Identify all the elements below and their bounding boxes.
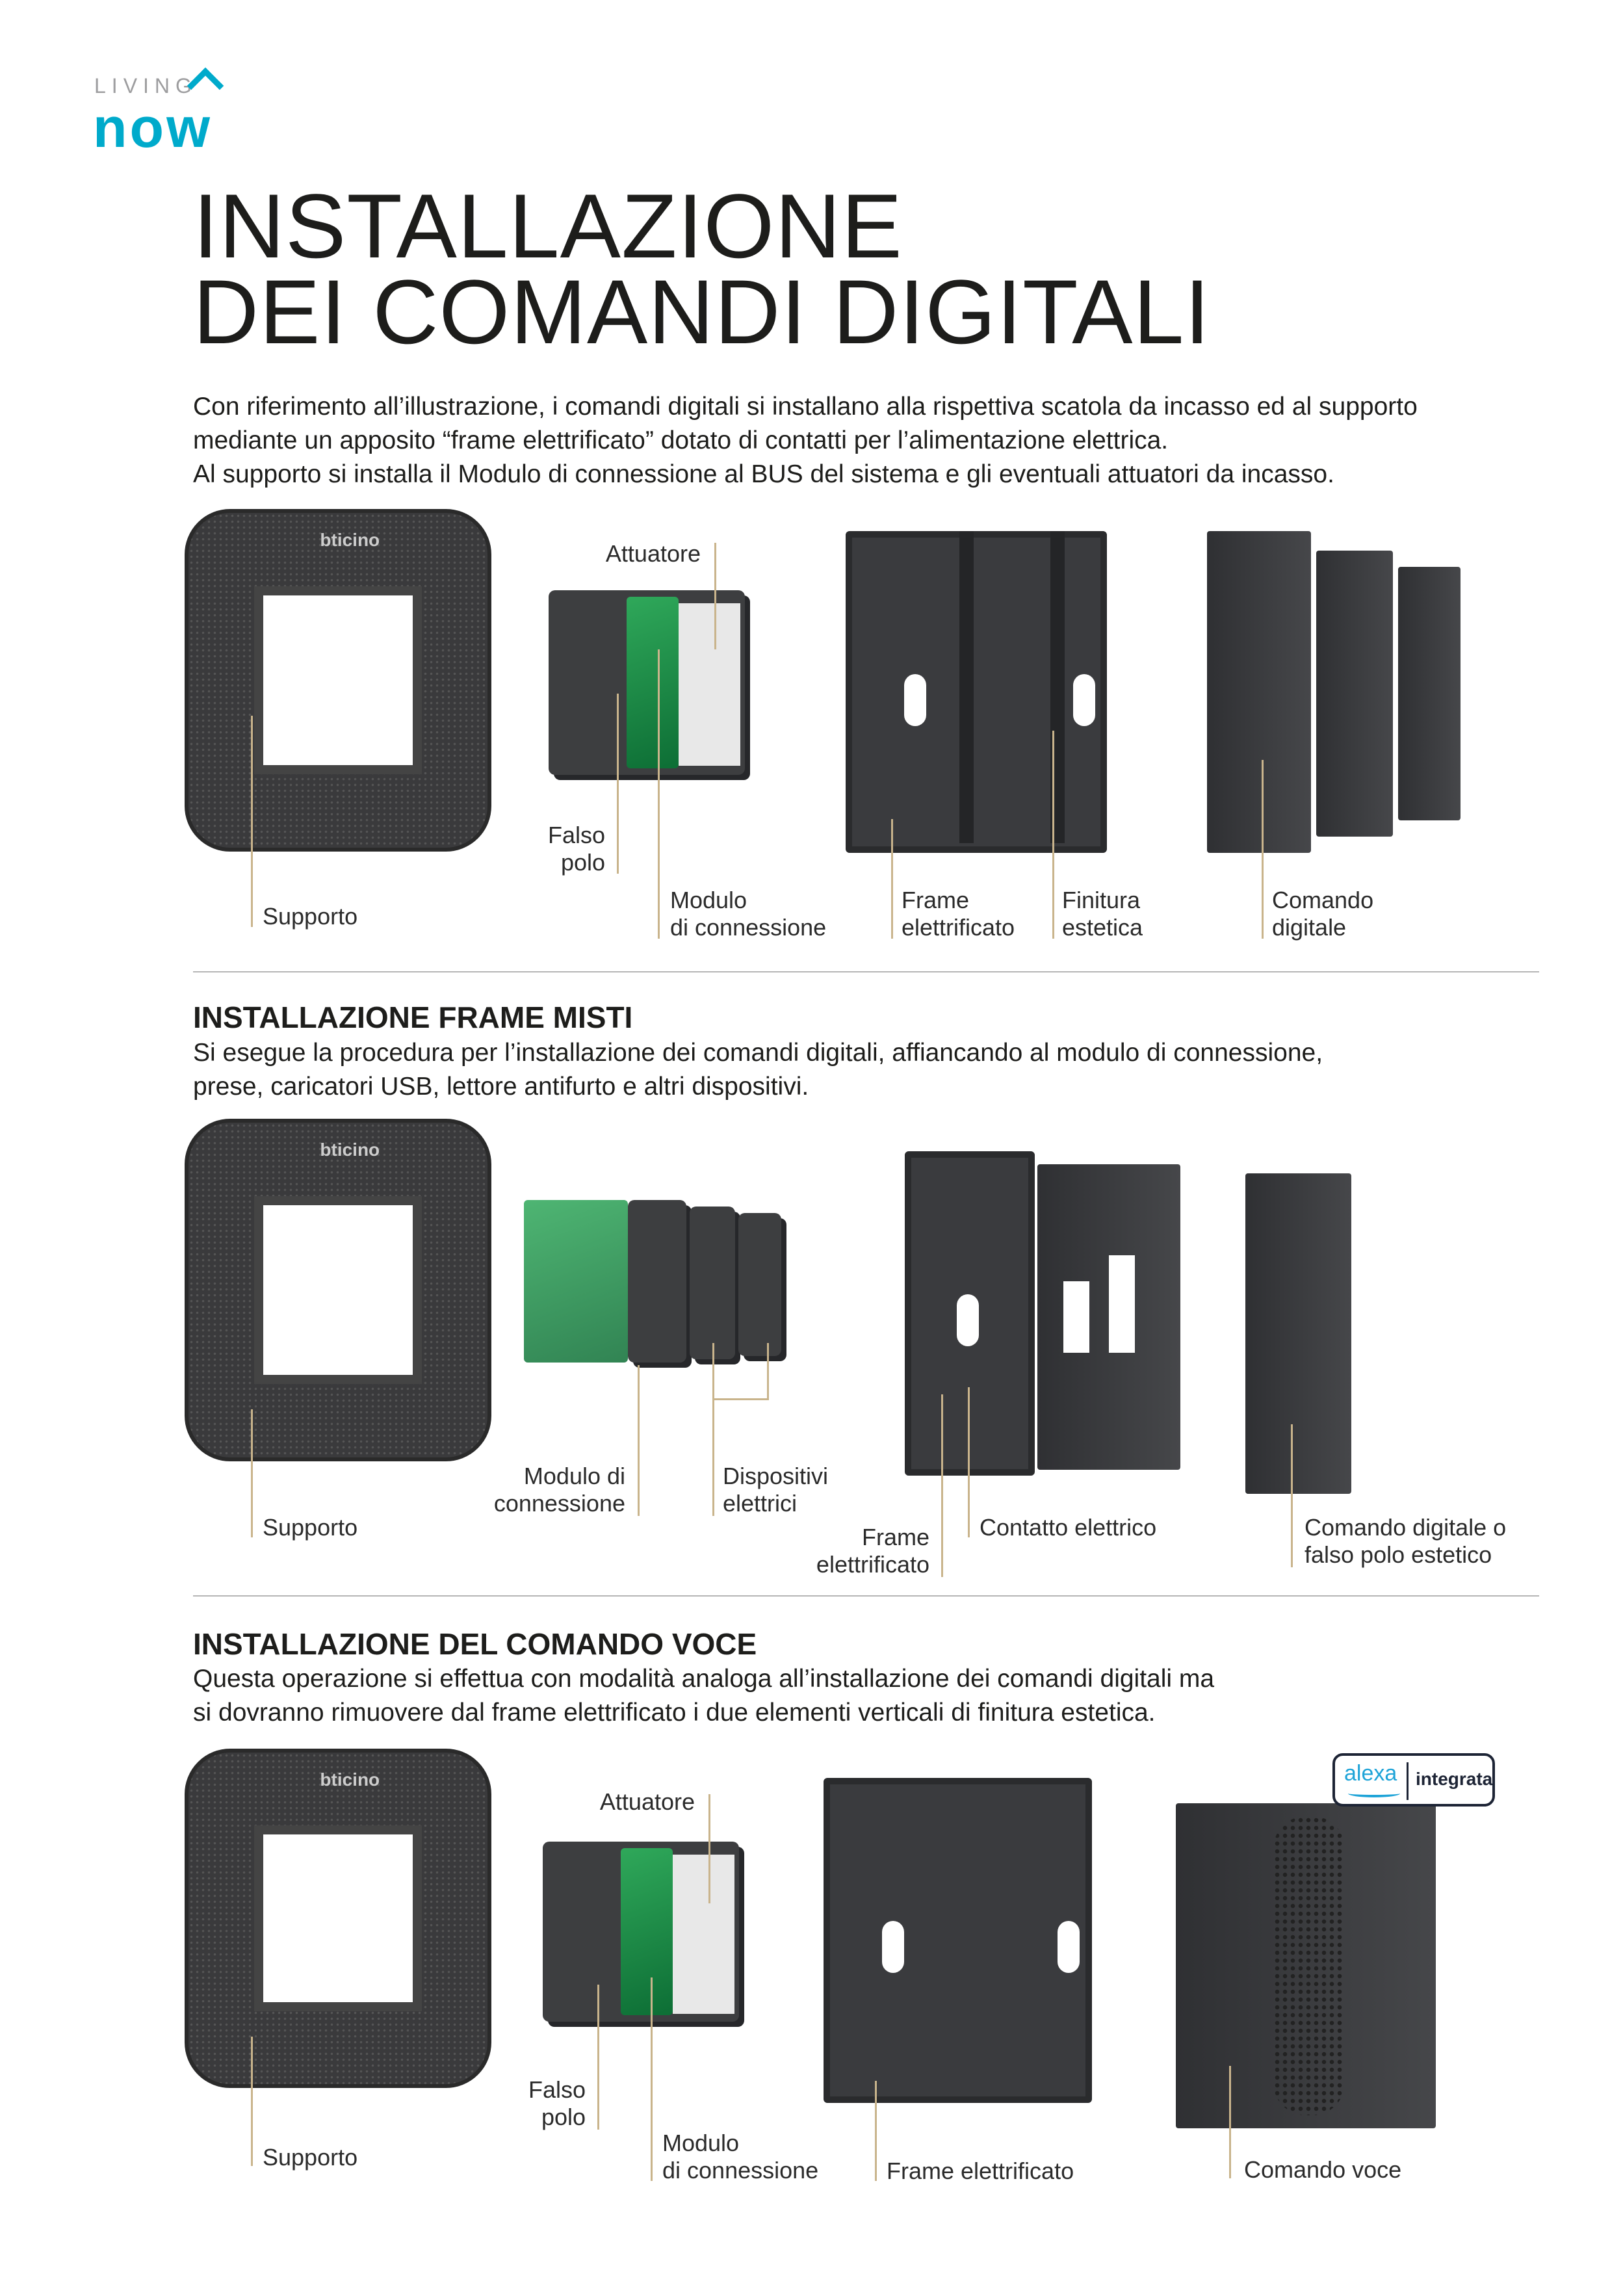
leader-line (1291, 1424, 1293, 1567)
voice-command-image (1176, 1803, 1436, 2128)
leader-line (251, 2037, 253, 2166)
cover-plate-image (1037, 1164, 1180, 1470)
label-modulo: Modulo di connessione (662, 2130, 819, 2184)
divider (193, 971, 1539, 972)
label-modulo: Modulo di connessione (493, 1463, 625, 1517)
leader-line (712, 1343, 714, 1516)
support-image: bticino (185, 509, 491, 852)
logo-living-text: LIVING (94, 74, 198, 98)
support-image: bticino (185, 1119, 491, 1461)
section-heading-comando-voce: INSTALLAZIONE DEL COMANDO VOCE (193, 1627, 757, 1661)
label-finitura: Finitura estetica (1062, 887, 1143, 941)
leader-line (251, 1409, 253, 1537)
label-falso-polo: Falso polo (547, 822, 605, 876)
alexa-logo: alexa (1344, 1761, 1397, 1786)
page-title: INSTALLAZIONE DEI COMANDI DIGITALI (193, 175, 1211, 363)
actuator-module-image (549, 590, 745, 775)
electrified-frame-image (905, 1151, 1035, 1476)
electrified-frame-image (824, 1778, 1092, 2103)
label-comando-voce: Comando voce (1244, 2156, 1402, 2183)
leader-line (1052, 731, 1054, 939)
section-heading-frame-misti: INSTALLAZIONE FRAME MISTI (193, 1000, 633, 1034)
support-image: bticino (185, 1749, 491, 2088)
leader-line (617, 694, 619, 874)
label-supporto: Supporto (263, 2144, 358, 2171)
leader-line (767, 1343, 769, 1400)
section3-line-2: si dovranno rimuovere dal frame elettrif… (193, 1699, 1156, 1727)
section2-line-1: Si esegue la procedura per l’installazio… (193, 1039, 1323, 1067)
leader-line (875, 2081, 877, 2181)
intro-line-3: Al supporto si installa il Modulo di con… (193, 460, 1334, 488)
leader-line (708, 1794, 710, 1903)
label-frame: Frame elettrificato (816, 1524, 929, 1578)
leader-line (1229, 2066, 1231, 2178)
label-comando: Comando digitale o falso polo estetico (1305, 1514, 1507, 1568)
digital-command-image (1207, 531, 1461, 856)
leader-line (941, 1394, 943, 1577)
label-attuatore: Attuatore (605, 540, 701, 567)
leader-line (891, 819, 893, 939)
label-supporto: Supporto (263, 1514, 358, 1541)
leader-line (251, 716, 253, 927)
leader-line (1262, 760, 1264, 939)
actuator-module-image (543, 1842, 739, 2022)
electrified-frame-image (846, 531, 1107, 853)
leader-line (968, 1387, 970, 1537)
label-comando: Comando digitale (1272, 887, 1374, 941)
label-frame: Frame elettrificato (902, 887, 1015, 941)
badge-text: integrata (1416, 1769, 1493, 1789)
alexa-smile-icon (1348, 1790, 1400, 1797)
label-contatto: Contatto elettrico (980, 1514, 1157, 1541)
alexa-integrata-badge: alexa integrata (1332, 1753, 1495, 1807)
leader-line (597, 1985, 599, 2130)
logo-now-text: now (93, 97, 213, 159)
mixed-modules-image (524, 1200, 784, 1365)
label-frame: Frame elettrificato (887, 2158, 1074, 2184)
leader-line (714, 543, 716, 649)
bticino-brand: bticino (320, 529, 380, 550)
bticino-brand: bticino (320, 1769, 380, 1790)
divider (193, 1595, 1539, 1597)
leader-line (651, 1977, 653, 2181)
leader-line (638, 1365, 640, 1516)
leader-line (658, 649, 660, 939)
bticino-brand: bticino (320, 1139, 380, 1160)
label-dispositivi: Dispositivi elettrici (723, 1463, 829, 1517)
intro-line-2: mediante un apposito “frame elettrificat… (193, 426, 1169, 454)
label-attuatore: Attuatore (599, 1788, 695, 1815)
label-falso-polo: Falso polo (528, 2076, 586, 2130)
label-supporto: Supporto (263, 903, 358, 930)
digital-command-image (1245, 1173, 1351, 1494)
leader-line (712, 1398, 769, 1400)
label-modulo: Modulo di connessione (670, 887, 827, 941)
intro-line-1: Con riferimento all’illustrazione, i com… (193, 393, 1418, 421)
section3-line-1: Questa operazione si effettua con modali… (193, 1665, 1215, 1693)
section2-line-2: prese, caricatori USB, lettore antifurto… (193, 1073, 809, 1101)
